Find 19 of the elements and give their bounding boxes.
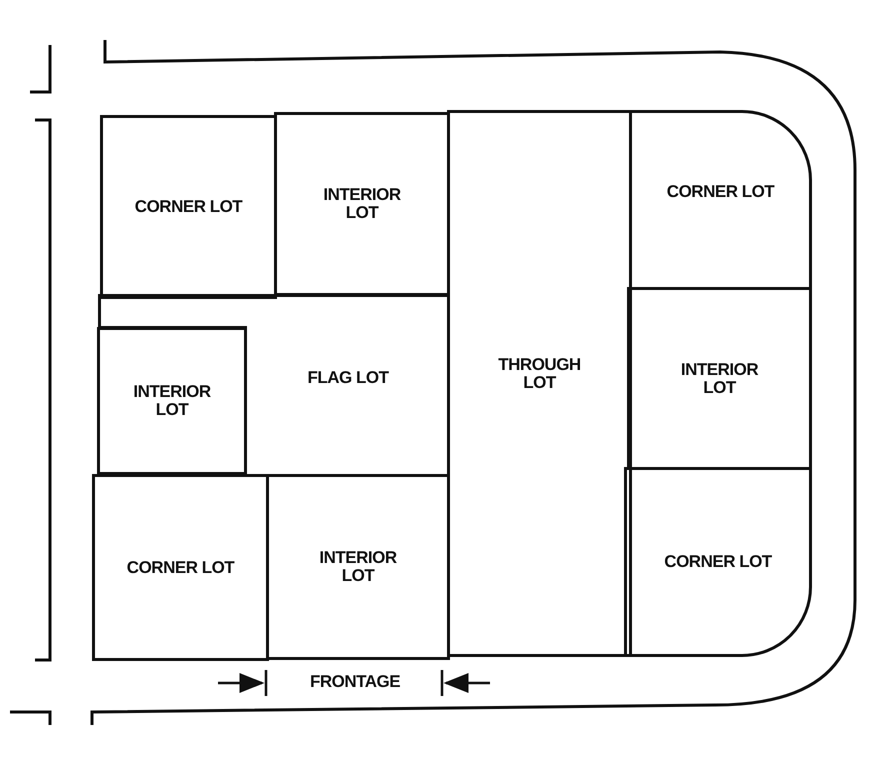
lot-label: FLAG LOT <box>306 369 390 387</box>
lot-outline <box>100 115 277 299</box>
lot-label: CORNER LOT <box>663 553 773 571</box>
lot-outline <box>97 327 247 475</box>
lot-label: INTERIOR LOT <box>318 549 398 585</box>
lot-label: INTERIOR LOT <box>132 383 212 419</box>
lot-label: CORNER LOT <box>666 183 776 201</box>
lot-label: INTERIOR LOT <box>680 360 760 396</box>
dimension-label: FRONTAGE <box>308 673 402 691</box>
lot-outline <box>624 467 812 657</box>
lot-outline <box>627 287 812 470</box>
lot-outline <box>447 110 632 657</box>
lot-label: THROUGH LOT <box>497 356 582 392</box>
lot-outline <box>92 474 269 661</box>
lot-label: CORNER LOT <box>134 198 244 216</box>
lot-label: INTERIOR LOT <box>322 186 402 222</box>
lot-outline <box>274 112 450 296</box>
lot-label: CORNER LOT <box>126 558 236 576</box>
lot-outline <box>629 110 812 290</box>
